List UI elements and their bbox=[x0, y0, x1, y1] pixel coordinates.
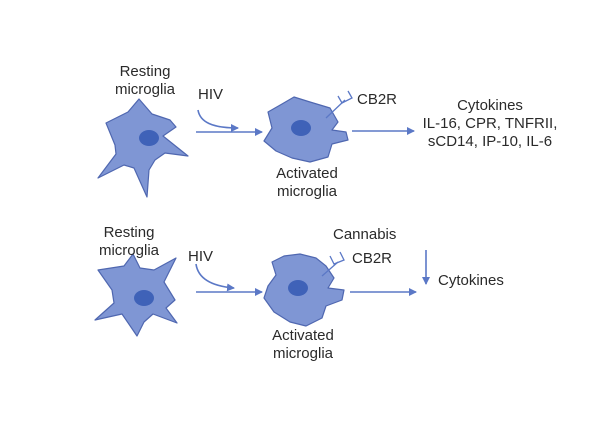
nucleus-icon bbox=[134, 290, 154, 306]
nucleus-icon bbox=[139, 130, 159, 146]
label-line: microglia bbox=[98, 242, 159, 259]
label-line: Resting bbox=[103, 224, 155, 241]
nucleus-icon bbox=[288, 280, 308, 296]
label-line: sCD14, IP-10, IL-6 bbox=[427, 133, 553, 150]
resting-microglia-label-bottom: Resting microglia bbox=[84, 224, 174, 260]
hiv-label-top: HIV bbox=[198, 86, 224, 103]
label-line: microglia bbox=[114, 81, 175, 98]
activated-microglia-label-top: Activated microglia bbox=[262, 165, 352, 201]
resting-microglia-cell-bottom bbox=[94, 253, 178, 337]
cytokines-label-top: Cytokines IL-16, CPR, TNFRII, sCD14, IP-… bbox=[420, 97, 560, 151]
hiv-curved-arrow bbox=[197, 109, 239, 132]
nucleus-icon bbox=[291, 120, 311, 136]
cb2r-label-top: CB2R bbox=[357, 91, 398, 108]
label-line: microglia bbox=[272, 345, 333, 362]
activated-microglia-cell-bottom bbox=[263, 253, 345, 327]
cb2r-receptor-icon-top bbox=[325, 90, 353, 119]
hiv-curved-arrow-bottom bbox=[195, 263, 235, 292]
cytokines-label-bottom: Cytokines bbox=[438, 272, 504, 289]
label-line: Activated bbox=[276, 165, 338, 182]
label-line: Activated bbox=[272, 327, 334, 344]
label-line: IL-16, CPR, TNFRII, bbox=[422, 115, 558, 132]
cannabis-label: Cannabis bbox=[333, 226, 397, 243]
label-line: microglia bbox=[276, 183, 337, 200]
resting-microglia-cell-top bbox=[97, 98, 189, 198]
cb2r-label-bottom: CB2R bbox=[352, 250, 393, 267]
resting-microglia-label-top: Resting microglia bbox=[100, 63, 190, 99]
cb2r-receptor-icon-bottom bbox=[321, 251, 345, 277]
label-line: Cytokines bbox=[457, 97, 523, 114]
activated-microglia-cell-top bbox=[263, 96, 349, 163]
activated-microglia-label-bottom: Activated microglia bbox=[258, 327, 348, 363]
label-line: Resting bbox=[119, 63, 171, 80]
hiv-label-bottom: HIV bbox=[188, 248, 214, 265]
